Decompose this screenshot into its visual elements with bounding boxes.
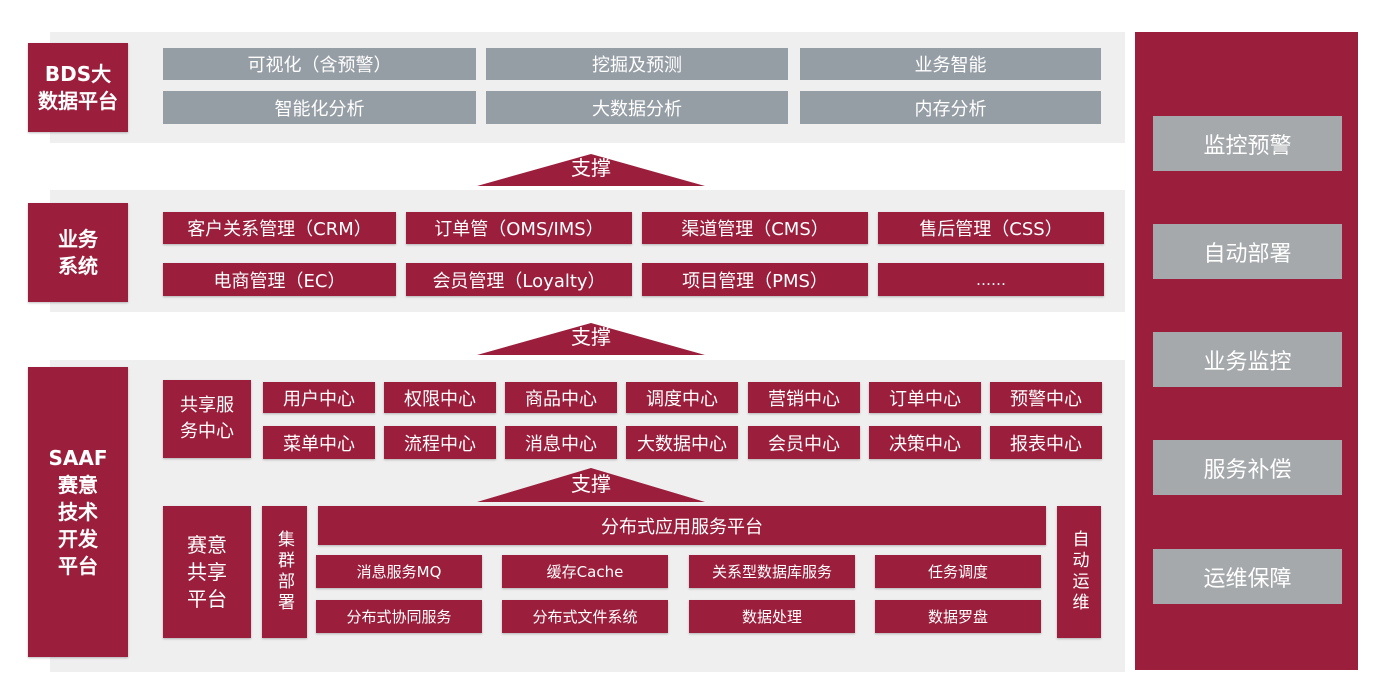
- service-center: 菜单中心: [263, 426, 375, 459]
- service-center: 营销中心: [748, 382, 860, 413]
- ops-item: 自动部署: [1153, 224, 1342, 279]
- shared-service-center: 共享服务中心: [163, 380, 251, 458]
- ops-item: 服务补偿: [1153, 440, 1342, 495]
- service-center: 预警中心: [990, 382, 1102, 413]
- business-item: 订单管（OMS/IMS）: [406, 212, 632, 244]
- bds-item: 智能化分析: [163, 91, 476, 124]
- business-label: 业务系统: [28, 203, 128, 302]
- service-center: 报表中心: [990, 426, 1102, 459]
- support-arrow: 支撑: [477, 154, 705, 186]
- platform-service: 任务调度: [875, 555, 1041, 588]
- platform-service: 分布式协同服务: [316, 600, 482, 633]
- platform-service: 数据罗盘: [875, 600, 1041, 633]
- saaf-label: SAAF赛意技术开发平台: [28, 367, 128, 657]
- ops-item: 业务监控: [1153, 332, 1342, 387]
- bds-item: 挖掘及预测: [486, 48, 788, 80]
- platform-service: 分布式文件系统: [502, 600, 668, 633]
- business-item: 渠道管理（CMS）: [642, 212, 868, 244]
- platform-service: 消息服务MQ: [316, 555, 482, 588]
- platform-service: 缓存Cache: [502, 555, 668, 588]
- service-center: 会员中心: [748, 426, 860, 459]
- cluster-deploy-label: 集群部署: [274, 530, 294, 614]
- business-item: ……: [878, 263, 1104, 296]
- auto-ops: 自动运维: [1057, 506, 1101, 638]
- service-center: 用户中心: [263, 382, 375, 413]
- support-label: 支撑: [571, 472, 611, 496]
- auto-ops-label: 自动运维: [1068, 530, 1089, 614]
- bds-item: 业务智能: [800, 48, 1101, 80]
- support-label: 支撑: [571, 156, 611, 180]
- service-center: 流程中心: [384, 426, 496, 459]
- business-item: 客户关系管理（CRM）: [163, 212, 396, 244]
- ops-item: 运维保障: [1153, 549, 1342, 604]
- bds-label: BDS大数据平台: [28, 43, 128, 132]
- bds-item: 大数据分析: [486, 91, 788, 124]
- bds-item: 内存分析: [800, 91, 1101, 124]
- cluster-deploy: 集群部署: [262, 506, 307, 638]
- business-item: 项目管理（PMS）: [642, 263, 868, 296]
- service-center: 决策中心: [869, 426, 981, 459]
- shared-platform: 赛意共享平台: [163, 506, 251, 638]
- service-center: 大数据中心: [626, 426, 738, 459]
- business-item: 售后管理（CSS）: [878, 212, 1104, 244]
- service-center: 权限中心: [384, 382, 496, 413]
- support-arrow: 支撑: [477, 468, 705, 502]
- support-label: 支撑: [571, 325, 611, 349]
- platform-service: 关系型数据库服务: [689, 555, 855, 588]
- service-center: 订单中心: [869, 382, 981, 413]
- service-center: 调度中心: [626, 382, 738, 413]
- business-item: 会员管理（Loyalty）: [406, 263, 632, 296]
- business-item: 电商管理（EC）: [163, 263, 396, 296]
- support-arrow: 支撑: [477, 323, 705, 355]
- bds-item: 可视化（含预警）: [163, 48, 476, 80]
- distributed-platform: 分布式应用服务平台: [318, 506, 1046, 545]
- service-center: 商品中心: [505, 382, 617, 413]
- platform-service: 数据处理: [689, 600, 855, 633]
- ops-item: 监控预警: [1153, 116, 1342, 171]
- service-center: 消息中心: [505, 426, 617, 459]
